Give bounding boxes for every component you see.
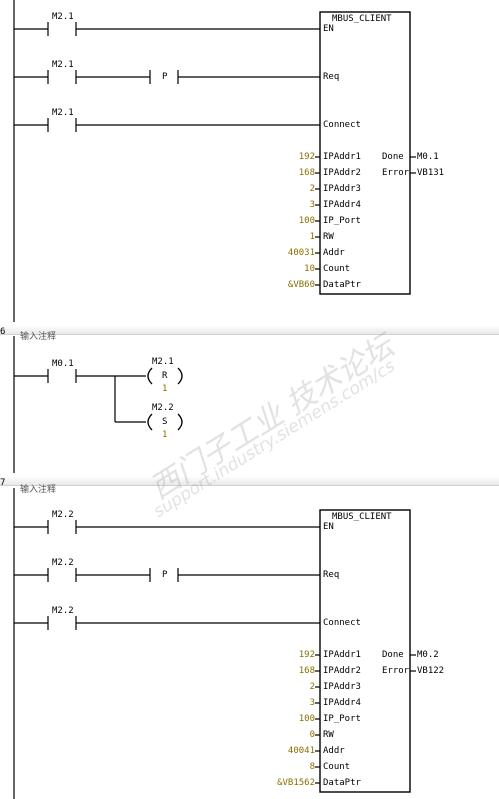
coil-0-left[interactable] (147, 367, 153, 385)
coil-1-right[interactable] (177, 413, 183, 431)
param-value: 100 (298, 216, 315, 226)
contact-label: M2.1 (52, 12, 74, 22)
param-name: IP_Port (323, 714, 361, 724)
param-value: 192 (298, 152, 315, 162)
param-name: Count (323, 264, 351, 274)
param-value: 8 (309, 762, 315, 772)
contact-label: M0.1 (52, 359, 74, 369)
block-input-en: EN (323, 24, 334, 34)
coil-op: R (162, 371, 168, 381)
param-name: IPAddr3 (323, 184, 361, 194)
coil-address: M2.1 (152, 357, 174, 367)
block-input-connect: Connect (323, 618, 361, 628)
block-title: MBUS_CLIENT (332, 512, 392, 522)
param-value: 40031 (287, 248, 315, 258)
coil-0-right[interactable] (177, 367, 183, 385)
function-block-0[interactable] (319, 11, 411, 295)
param-value: 10 (304, 264, 315, 274)
network-6-header[interactable] (0, 325, 499, 335)
contact-label: M2.2 (52, 558, 74, 568)
param-value: 100 (298, 714, 315, 724)
coil-1-left[interactable] (147, 413, 153, 431)
param-value: 2 (309, 184, 315, 194)
network-6-number: 6 (0, 327, 6, 337)
contact-label: M2.2 (52, 510, 74, 520)
param-name: DataPtr (323, 280, 361, 290)
network-7-number: 7 (0, 478, 6, 488)
block-input-req: Req (323, 570, 340, 580)
edge-label: P (162, 570, 168, 580)
param-name: Addr (323, 746, 345, 756)
param-name: IPAddr4 (323, 200, 361, 210)
param-value: 2 (309, 682, 315, 692)
param-value: &VB60 (287, 280, 315, 290)
param-value: 168 (298, 168, 315, 178)
contact-label: M2.1 (52, 108, 74, 118)
contact-label: M2.2 (52, 606, 74, 616)
network-7-header[interactable] (0, 476, 499, 486)
block-input-req: Req (323, 72, 340, 82)
param-value: 3 (309, 698, 315, 708)
block-input-en: EN (323, 522, 334, 532)
output-value: VB122 (417, 666, 445, 676)
param-name: RW (323, 232, 334, 242)
output-value: VB131 (417, 168, 445, 178)
coil-count: 1 (162, 384, 168, 394)
contact-label: M2.1 (52, 60, 74, 70)
output-name: Done (382, 152, 404, 162)
edge-label: P (162, 72, 168, 82)
param-name: IPAddr1 (323, 650, 361, 660)
param-name: IPAddr4 (323, 698, 361, 708)
output-name: Error (382, 168, 410, 178)
param-name: IPAddr1 (323, 152, 361, 162)
param-value: 0 (309, 730, 315, 740)
output-value: M0.1 (417, 152, 439, 162)
param-value: 168 (298, 666, 315, 676)
network-7-comment[interactable]: 输入注释 (20, 485, 57, 495)
coil-count: 1 (162, 430, 168, 440)
param-value: 1 (309, 232, 315, 242)
function-block-2[interactable] (319, 509, 411, 793)
param-value: &VB1562 (277, 778, 315, 788)
param-value: 192 (298, 650, 315, 660)
param-name: RW (323, 730, 334, 740)
param-value: 3 (309, 200, 315, 210)
output-name: Done (382, 650, 404, 660)
param-name: Addr (323, 248, 345, 258)
param-name: IPAddr2 (323, 666, 361, 676)
param-value: 40041 (287, 746, 315, 756)
param-name: IPAddr2 (323, 168, 361, 178)
param-name: IPAddr3 (323, 682, 361, 692)
output-name: Error (382, 666, 410, 676)
coil-op: S (162, 417, 168, 427)
network-6-comment[interactable]: 输入注释 (20, 332, 57, 342)
coil-address: M2.2 (152, 403, 174, 413)
block-title: MBUS_CLIENT (332, 14, 392, 24)
block-input-connect: Connect (323, 120, 361, 130)
param-name: DataPtr (323, 778, 361, 788)
param-name: IP_Port (323, 216, 361, 226)
output-value: M0.2 (417, 650, 439, 660)
param-name: Count (323, 762, 351, 772)
